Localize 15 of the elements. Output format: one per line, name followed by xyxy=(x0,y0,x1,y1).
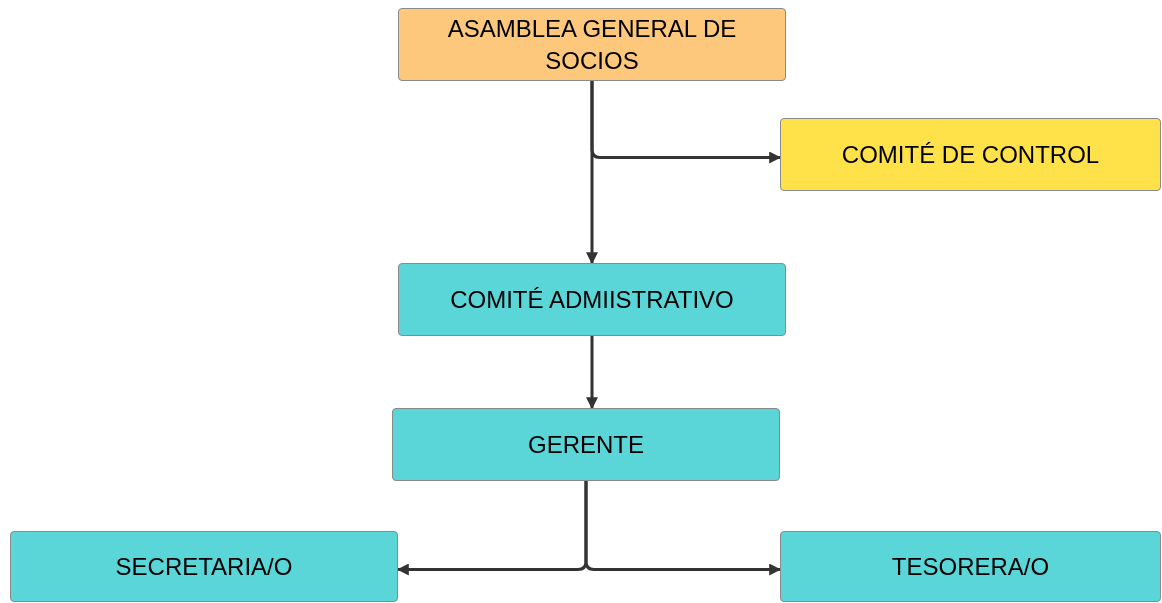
box-label: TESORERA/O xyxy=(891,551,1050,582)
box-label: ASAMBLEA GENERAL DE SOCIOS xyxy=(446,14,738,76)
org-box xyxy=(10,531,398,602)
arrow xyxy=(584,481,782,576)
box-label: SECRETARIA/O xyxy=(115,551,293,582)
org-box xyxy=(398,263,786,336)
box-label: COMITÉ ADMIISTRATIVO xyxy=(450,284,734,315)
arrow xyxy=(586,336,598,410)
org-box xyxy=(392,408,780,481)
box-label: COMITÉ DE CONTROL xyxy=(841,139,1100,170)
org-box xyxy=(780,531,1161,602)
org-box xyxy=(398,8,786,81)
arrow xyxy=(586,81,598,265)
box-label: GERENTE xyxy=(528,429,644,460)
org-box xyxy=(780,118,1161,191)
